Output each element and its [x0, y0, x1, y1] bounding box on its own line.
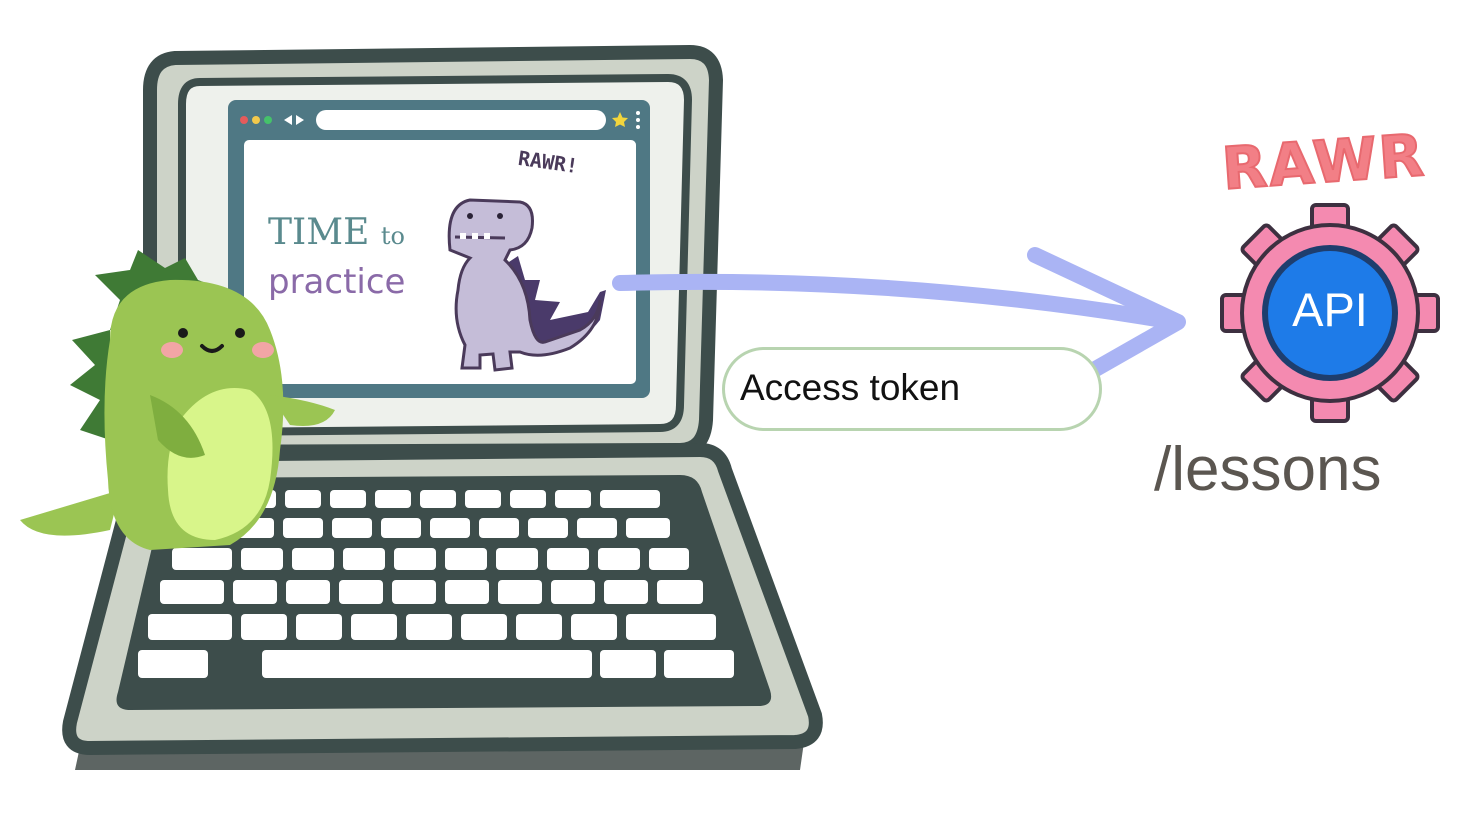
screen-title-time: TIME	[268, 212, 370, 253]
flow-arrow-head	[1027, 247, 1186, 383]
browser-close-dot	[240, 116, 248, 124]
browser-menu-icon	[636, 111, 640, 115]
browser-forward-icon	[296, 115, 304, 125]
screen-title-to: to	[380, 222, 405, 250]
browser-star-icon	[612, 112, 628, 127]
green-dino	[20, 250, 335, 550]
browser-minimize-dot	[252, 116, 260, 124]
rawr-title: RAWR	[1219, 120, 1429, 204]
access-token-pill	[722, 347, 1102, 431]
browser-menu-icon-dot	[636, 118, 640, 122]
browser-back-icon	[284, 115, 292, 125]
purple-dino	[447, 198, 606, 372]
browser-address-bar	[316, 110, 606, 130]
endpoint-label: /lessons	[1154, 435, 1382, 504]
api-label: API	[1292, 283, 1368, 336]
browser-maximize-dot	[264, 116, 272, 124]
access-token-label: Access token	[740, 367, 961, 408]
screen-heading: TIME to	[268, 212, 405, 253]
screen-title-practice: practice	[268, 262, 406, 302]
browser-menu-icon-dot	[636, 125, 640, 129]
flow-arrow	[612, 273, 1183, 330]
gear-icon	[1220, 203, 1440, 423]
